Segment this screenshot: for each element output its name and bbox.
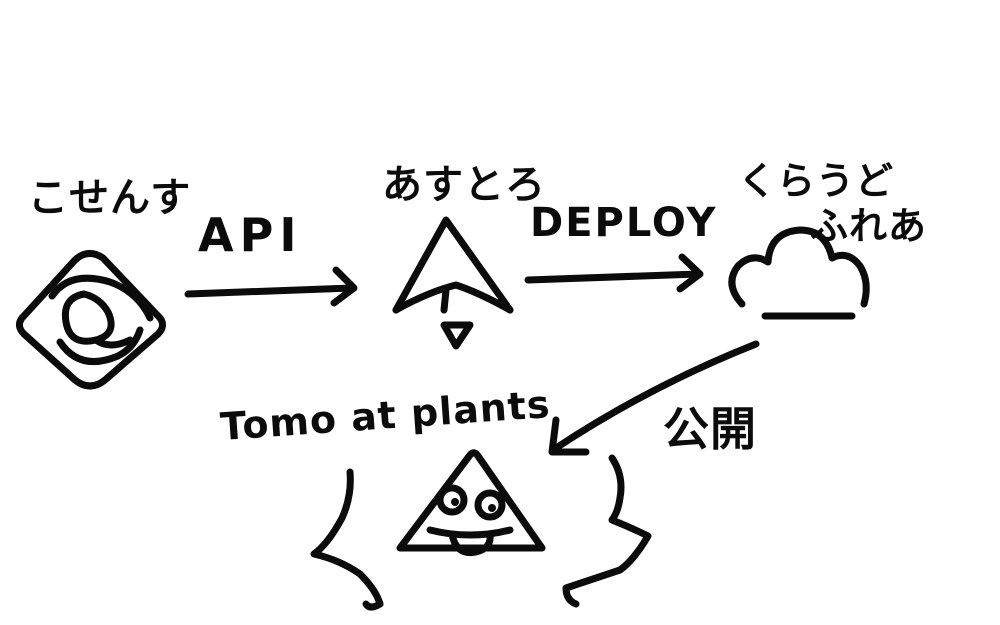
astro-icon bbox=[392, 216, 514, 350]
triangle-face-icon bbox=[396, 449, 546, 557]
deploy-edge-label: DEPLOY bbox=[530, 200, 718, 246]
deploy-arrow bbox=[524, 253, 704, 293]
cloudflare-label-line2: ふれあ bbox=[810, 204, 928, 248]
left-brace bbox=[310, 468, 384, 611]
cosmos-db-icon bbox=[15, 250, 167, 390]
publish-edge-label: 公開 bbox=[663, 402, 757, 456]
right-brace bbox=[562, 454, 652, 608]
publish-arrow bbox=[548, 340, 760, 456]
astro-label: あすとろ bbox=[382, 162, 546, 208]
cloudflare-label-line1: くらうど bbox=[738, 159, 895, 203]
api-arrow bbox=[184, 266, 358, 307]
api-edge-label: API bbox=[198, 208, 303, 262]
cloud-icon bbox=[728, 226, 870, 320]
cosmos-label: こせんす bbox=[28, 175, 192, 221]
